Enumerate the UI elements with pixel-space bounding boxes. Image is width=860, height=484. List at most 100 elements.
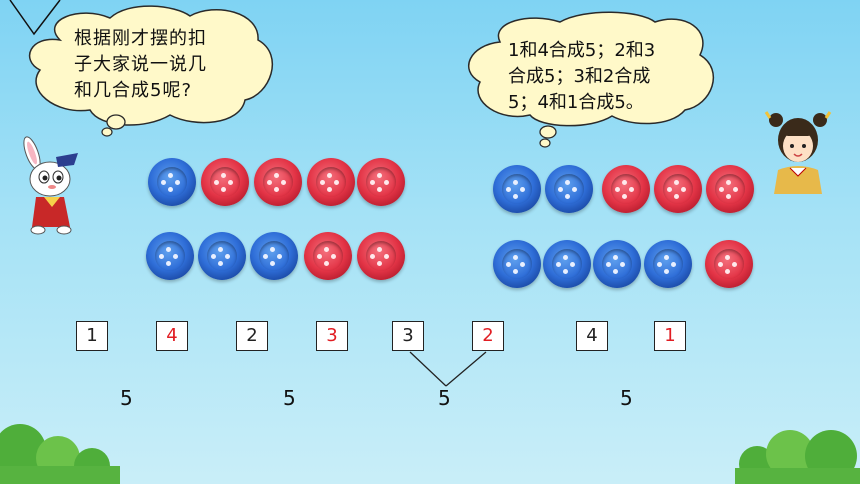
blue-button (148, 158, 196, 206)
button-hole (334, 180, 339, 185)
button-hole (664, 269, 669, 274)
button-hole (558, 187, 563, 192)
button-hole (657, 262, 662, 267)
button-hole (718, 262, 723, 267)
number-box: 1 (654, 321, 686, 351)
button-hole (681, 187, 686, 192)
button-hole (173, 254, 178, 259)
red-button (307, 158, 355, 206)
button-hole (572, 187, 577, 192)
button-hole (211, 254, 216, 259)
button-hole (556, 262, 561, 267)
button-hole (317, 254, 322, 259)
corner-chevron-icon (9, 0, 61, 36)
button-hole (725, 269, 730, 274)
red-button (304, 232, 352, 280)
button-hole (281, 180, 286, 185)
button-hole (320, 180, 325, 185)
button-hole (674, 180, 679, 185)
button-hole (520, 187, 525, 192)
button-hole (331, 254, 336, 259)
total-value: 5 (283, 386, 296, 410)
button-hole (377, 247, 382, 252)
button-hole (732, 262, 737, 267)
button-hole (225, 254, 230, 259)
button-hole (277, 254, 282, 259)
button-hole (629, 187, 634, 192)
left-speech-text: 根据刚才摆的扣 子大家说一说几 和几合成5呢? (74, 28, 207, 101)
button-hole (520, 262, 525, 267)
button-hole (270, 247, 275, 252)
button-hole (384, 254, 389, 259)
button-hole (506, 187, 511, 192)
button-hole (324, 247, 329, 252)
button-hole (733, 187, 738, 192)
total-value: 5 (620, 386, 633, 410)
blue-button (146, 232, 194, 280)
button-hole (563, 255, 568, 260)
girl-icon (764, 111, 832, 194)
composition-connector (409, 351, 487, 387)
blue-button (543, 240, 591, 288)
number-box: 3 (316, 321, 348, 351)
button-hole (513, 194, 518, 199)
button-hole (620, 262, 625, 267)
button-hole (168, 187, 173, 192)
number-box: 2 (236, 321, 268, 351)
total-value: 5 (438, 386, 451, 410)
button-hole (725, 255, 730, 260)
red-button (654, 165, 702, 213)
button-hole (671, 262, 676, 267)
button-hole (613, 255, 618, 260)
button-hole (221, 173, 226, 178)
button-hole (274, 187, 279, 192)
button-hole (327, 173, 332, 178)
button-hole (166, 247, 171, 252)
button-hole (563, 269, 568, 274)
button-hole (506, 262, 511, 267)
button-hole (377, 261, 382, 266)
bush-icon (0, 424, 120, 484)
red-button (705, 240, 753, 288)
button-hole (274, 173, 279, 178)
blue-button (593, 240, 641, 288)
button-hole (175, 180, 180, 185)
blue-button (493, 165, 541, 213)
red-button (602, 165, 650, 213)
button-hole (214, 180, 219, 185)
red-button (357, 232, 405, 280)
button-hole (719, 187, 724, 192)
blue-button (250, 232, 298, 280)
button-hole (570, 262, 575, 267)
bush-icon (735, 430, 860, 484)
rabbit-icon (23, 136, 78, 235)
button-hole (674, 194, 679, 199)
right-speech-text: 1和4合成5；2和3 合成5；3和2合成 5；4和1合成5。 (508, 40, 656, 113)
button-hole (622, 194, 627, 199)
button-hole (218, 261, 223, 266)
button-hole (270, 261, 275, 266)
blue-button (198, 232, 246, 280)
blue-button (493, 240, 541, 288)
button-hole (513, 180, 518, 185)
button-hole (168, 173, 173, 178)
number-box: 4 (156, 321, 188, 351)
button-hole (726, 180, 731, 185)
red-button (201, 158, 249, 206)
button-hole (622, 180, 627, 185)
number-box: 3 (392, 321, 424, 351)
button-hole (726, 194, 731, 199)
button-hole (615, 187, 620, 192)
button-hole (159, 254, 164, 259)
button-hole (370, 180, 375, 185)
button-hole (267, 180, 272, 185)
button-hole (606, 262, 611, 267)
blue-button (644, 240, 692, 288)
total-value: 5 (120, 386, 133, 410)
button-hole (263, 254, 268, 259)
button-hole (565, 180, 570, 185)
number-box: 1 (76, 321, 108, 351)
button-hole (565, 194, 570, 199)
button-hole (377, 187, 382, 192)
number-box: 2 (472, 321, 504, 351)
